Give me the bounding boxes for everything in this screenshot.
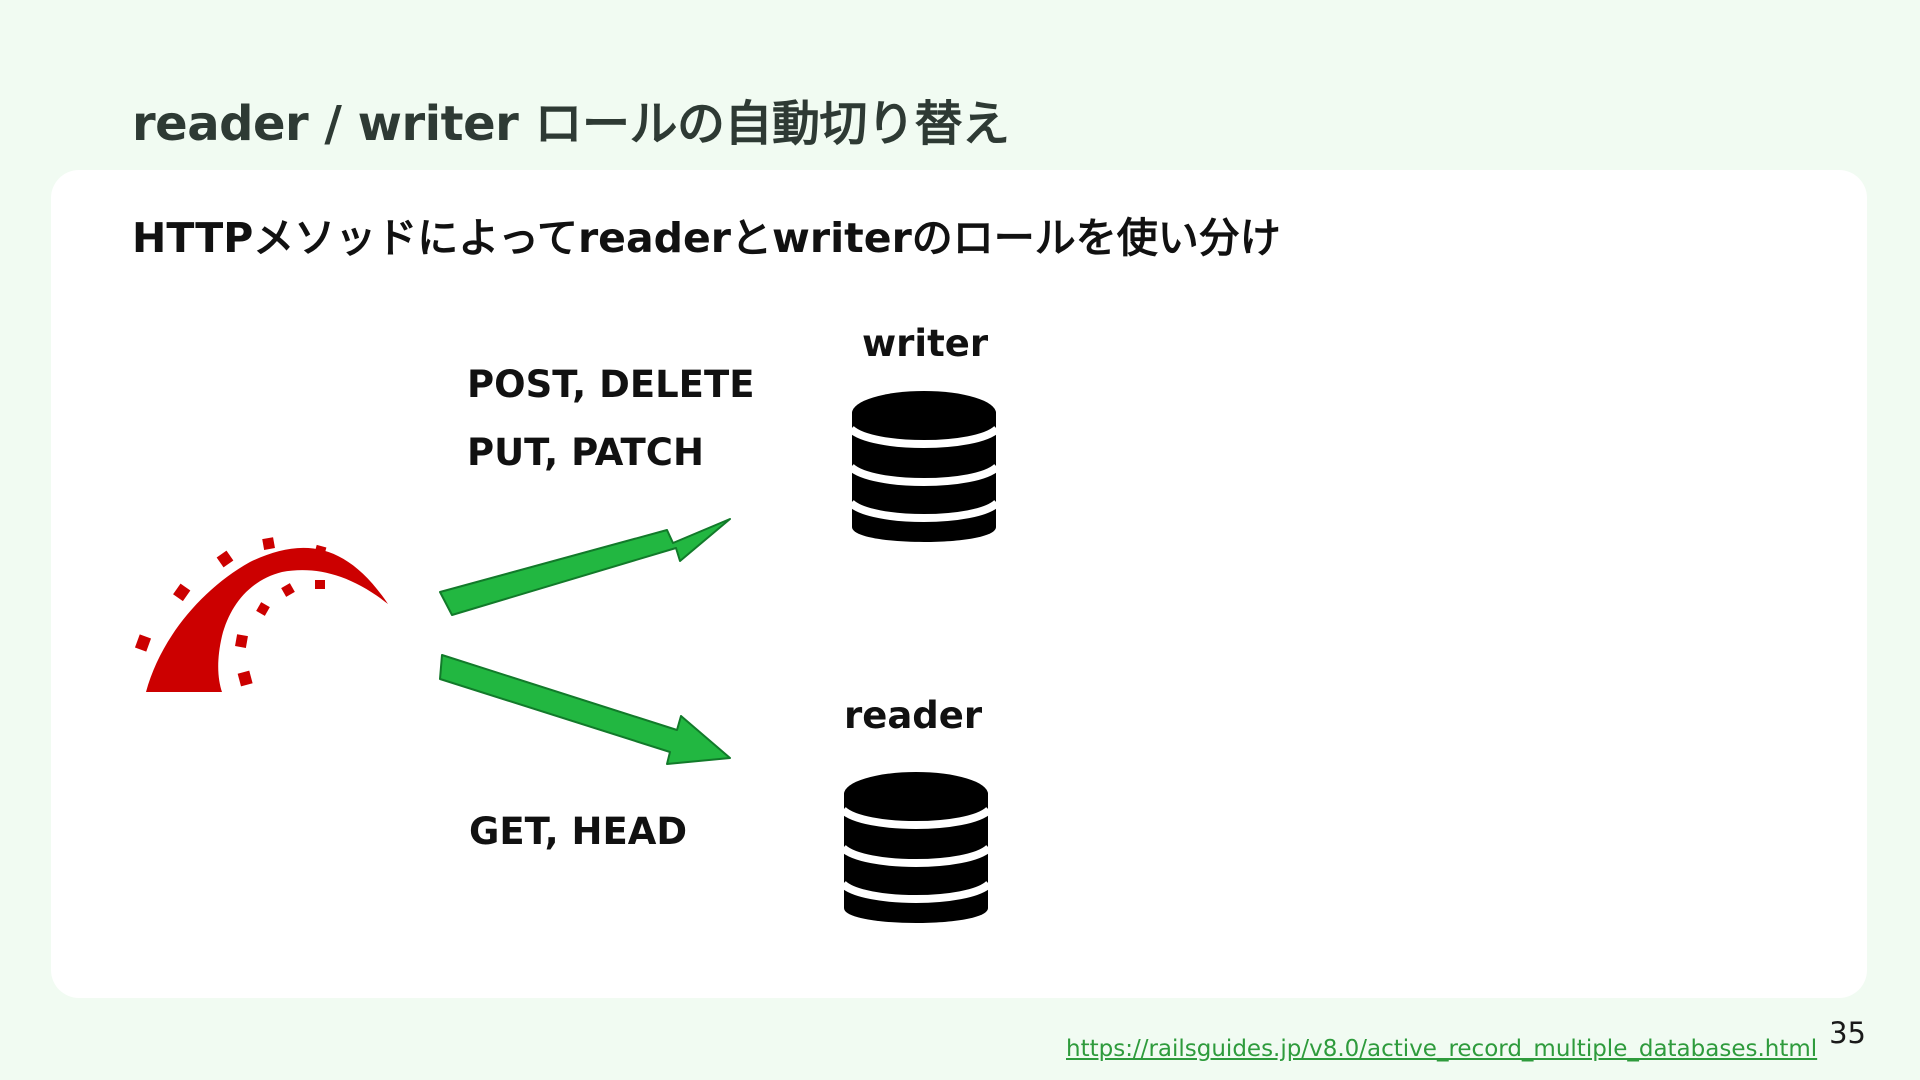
rails-logo-track	[146, 547, 388, 692]
write-method-label-2: PUT, PATCH	[467, 431, 704, 474]
rails-logo-tie	[262, 537, 275, 550]
reader-database-icon	[840, 772, 992, 923]
source-link[interactable]: https://railsguides.jp/v8.0/active_recor…	[1066, 1036, 1818, 1062]
page-number: 35	[1829, 1016, 1866, 1050]
rails-logo-tie	[134, 634, 152, 652]
arrow-to-reader	[439, 654, 731, 765]
write-method-label-1: POST, DELETE	[467, 363, 755, 406]
rails-logo-tie	[237, 670, 253, 687]
rails-logo-tie	[256, 602, 270, 616]
reader-label: reader	[844, 694, 983, 737]
rails-logo-tie	[315, 580, 325, 589]
slide-title: reader / writer ロールの自動切り替え	[132, 96, 1010, 152]
rails-logo-tie	[216, 550, 234, 568]
rails-logo-tie	[173, 583, 191, 602]
writer-label: writer	[862, 322, 989, 365]
rails-logo-tie	[235, 634, 248, 648]
rails-logo-icon	[134, 537, 388, 692]
arrow-to-writer	[439, 518, 731, 616]
read-method-label: GET, HEAD	[469, 810, 688, 853]
slide-subtitle: HTTPメソッドによってreaderとwriterのロールを使い分け	[132, 214, 1281, 262]
writer-database-icon	[848, 391, 1000, 542]
rails-logo-tie	[281, 583, 295, 597]
rails-logo-tie	[313, 544, 327, 560]
